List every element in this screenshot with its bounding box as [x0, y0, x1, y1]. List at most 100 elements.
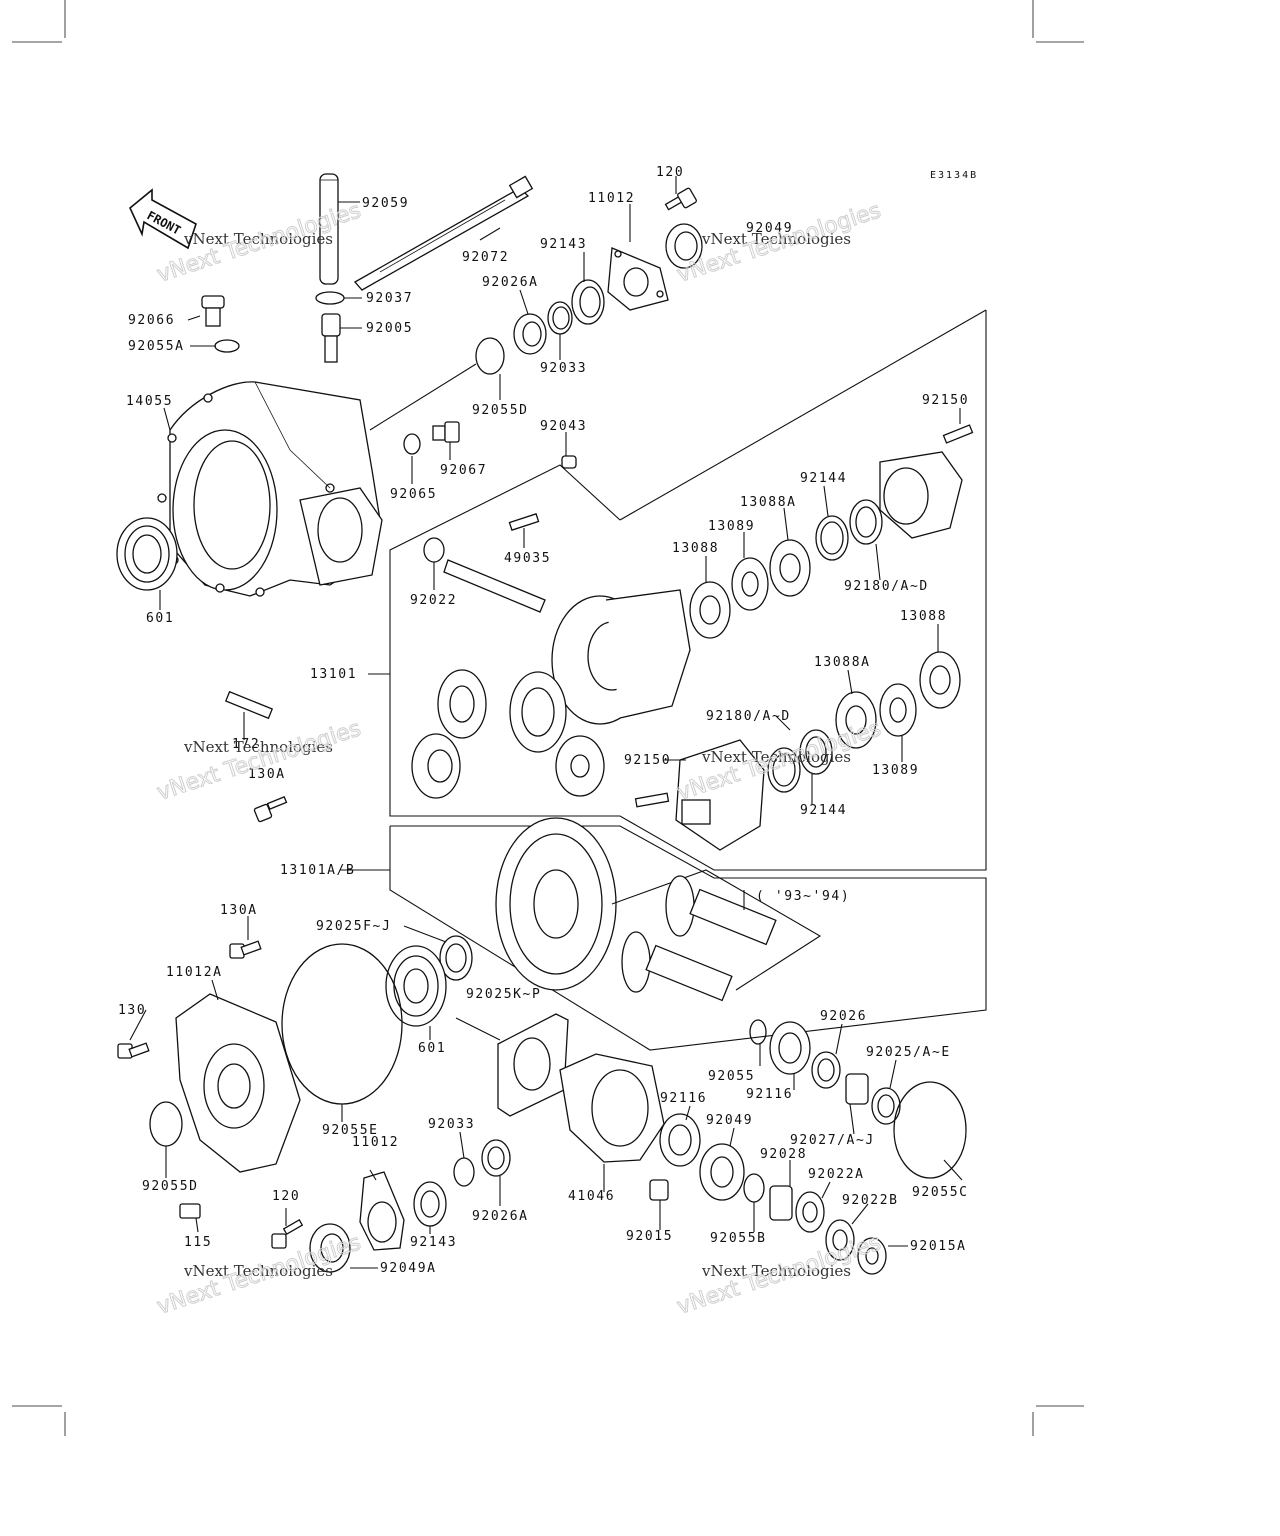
part-92033-ring-upper: [547, 301, 573, 335]
label-172: 172: [232, 737, 260, 752]
diagram-code: E3134B: [930, 170, 978, 181]
label-92026: 92026: [820, 1009, 867, 1024]
label-13101: 13101: [310, 667, 357, 682]
label-92116-right: 92116: [746, 1087, 793, 1102]
part-92022B-washer: [825, 1219, 855, 1261]
part-92116-bearing-left: [659, 1113, 701, 1167]
label-92066: 92066: [128, 313, 175, 328]
part-92180-shim-lower: [799, 729, 833, 775]
ring-gear-box: [389, 825, 987, 1051]
label-92027AJ: 92027/A~J: [790, 1133, 875, 1148]
label-92180-lower: 92180/A~D: [706, 709, 791, 724]
label-92055D-upper: 92055D: [472, 403, 529, 418]
part-92026-shim: [811, 1051, 841, 1089]
label-120-lower: 120: [272, 1189, 300, 1204]
label-92049-upper: 92049: [746, 221, 793, 236]
part-92150-bolt-upper: [942, 424, 974, 444]
part-115-bolt: [179, 1203, 201, 1219]
label-13101AB: 13101A/B: [280, 863, 355, 878]
part-13088-plate-right: [919, 651, 961, 709]
part-92066-plug: [201, 295, 225, 327]
watermark-text: vNext Technologies: [701, 748, 851, 766]
label-601-upper: 601: [146, 611, 174, 626]
part-diff-washer: [555, 735, 605, 797]
part-diff-case: [551, 589, 691, 725]
label-92150-upper: 92150: [922, 393, 969, 408]
part-92049A-seal: [309, 1223, 351, 1273]
label-92143-upper: 92143: [540, 237, 587, 252]
label-92022B: 92022B: [842, 1193, 899, 1208]
label-11012-lower: 11012: [352, 1135, 399, 1150]
watermark-text: vNext Technologies: [183, 230, 333, 248]
label-92033-upper: 92033: [540, 361, 587, 376]
part-92055E-oring: [281, 943, 403, 1105]
label-92150-lower: 92150: [624, 753, 671, 768]
pinion-shaft-box: [611, 869, 822, 991]
part-92033-ring-lower: [453, 1157, 475, 1187]
part-172-stud: [224, 690, 274, 720]
label-92065: 92065: [390, 487, 437, 502]
part-92055D-oring: [475, 337, 505, 375]
label-13088-upper: 13088: [672, 541, 719, 556]
part-diff-side-gear: [509, 671, 567, 753]
part-49035-shaft: [443, 513, 546, 613]
part-11012-cover-upper: [607, 247, 669, 311]
part-92144-ring-lower: [767, 747, 801, 793]
part-pinion-upper: [665, 875, 777, 946]
part-92143-seal-upper: [571, 279, 605, 325]
part-92144-ring-upper: [815, 515, 849, 561]
part-92065-washer: [403, 433, 421, 455]
part-14055-housing: [157, 381, 383, 597]
part-130A-bolt-mid: [253, 796, 288, 823]
part-labels: 92059 92072 120 11012 92143 92026A 92037…: [118, 165, 969, 1276]
label-13088-right: 13088: [900, 609, 947, 624]
label-92055E: 92055E: [322, 1123, 379, 1138]
label-92055: 92055: [708, 1069, 755, 1084]
label-11012-upper: 11012: [588, 191, 635, 206]
label-92015: 92015: [626, 1229, 673, 1244]
label-92116-left: 92116: [660, 1091, 707, 1106]
year-note: ( '93~'94): [756, 889, 850, 904]
label-92049-middle: 92049: [706, 1113, 753, 1128]
part-92022-washer: [423, 537, 445, 563]
part-92055B-oring: [743, 1173, 765, 1203]
label-92043: 92043: [540, 419, 587, 434]
part-120-bolt-upper: [664, 187, 697, 211]
label-92025AE: 92025/A~E: [866, 1045, 951, 1060]
part-92026A-shim-lower: [481, 1139, 511, 1177]
part-92049-seal-upper: [665, 223, 703, 269]
part-92180-shim-upper: [849, 499, 883, 545]
part-92143-seal-lower: [413, 1181, 447, 1227]
part-13088A-plate-right: [835, 691, 877, 749]
part-92025KP-shim: [497, 1013, 569, 1117]
part-13089-disc-right: [879, 683, 917, 737]
label-92022A: 92022A: [808, 1167, 865, 1182]
label-92055B: 92055B: [710, 1231, 767, 1246]
label-92022: 92022: [410, 593, 457, 608]
label-130: 130: [118, 1003, 146, 1018]
front-arrow: FRONT: [129, 188, 197, 250]
part-pinion-lower: [621, 931, 733, 1002]
label-13088A-upper: 13088A: [740, 495, 797, 510]
part-diff-hub-small: [411, 733, 461, 799]
watermark-text: vNext Technologies: [183, 1262, 333, 1280]
label-92005: 92005: [366, 321, 413, 336]
part-92059-sleeve: [319, 173, 339, 285]
part-92025AE-shim: [871, 1087, 901, 1125]
part-11012A-cover: [175, 993, 301, 1173]
part-41046-pinion-housing: [559, 1053, 665, 1163]
part-92025FJ-shim: [439, 935, 473, 981]
part-92072-band: [353, 175, 534, 291]
part-92015-nut: [649, 1179, 669, 1201]
part-92067-bolt: [432, 421, 460, 443]
part-130-bolt: [117, 1042, 150, 1059]
part-92150-flange-lower: [675, 739, 765, 851]
label-92026A-upper: 92026A: [482, 275, 539, 290]
label-601-lower: 601: [418, 1041, 446, 1056]
label-41046: 41046: [568, 1189, 615, 1204]
label-120-upper: 120: [656, 165, 684, 180]
label-49035: 49035: [504, 551, 551, 566]
label-130A-lower: 130A: [220, 903, 258, 918]
label-92025KP: 92025K~P: [466, 987, 541, 1002]
